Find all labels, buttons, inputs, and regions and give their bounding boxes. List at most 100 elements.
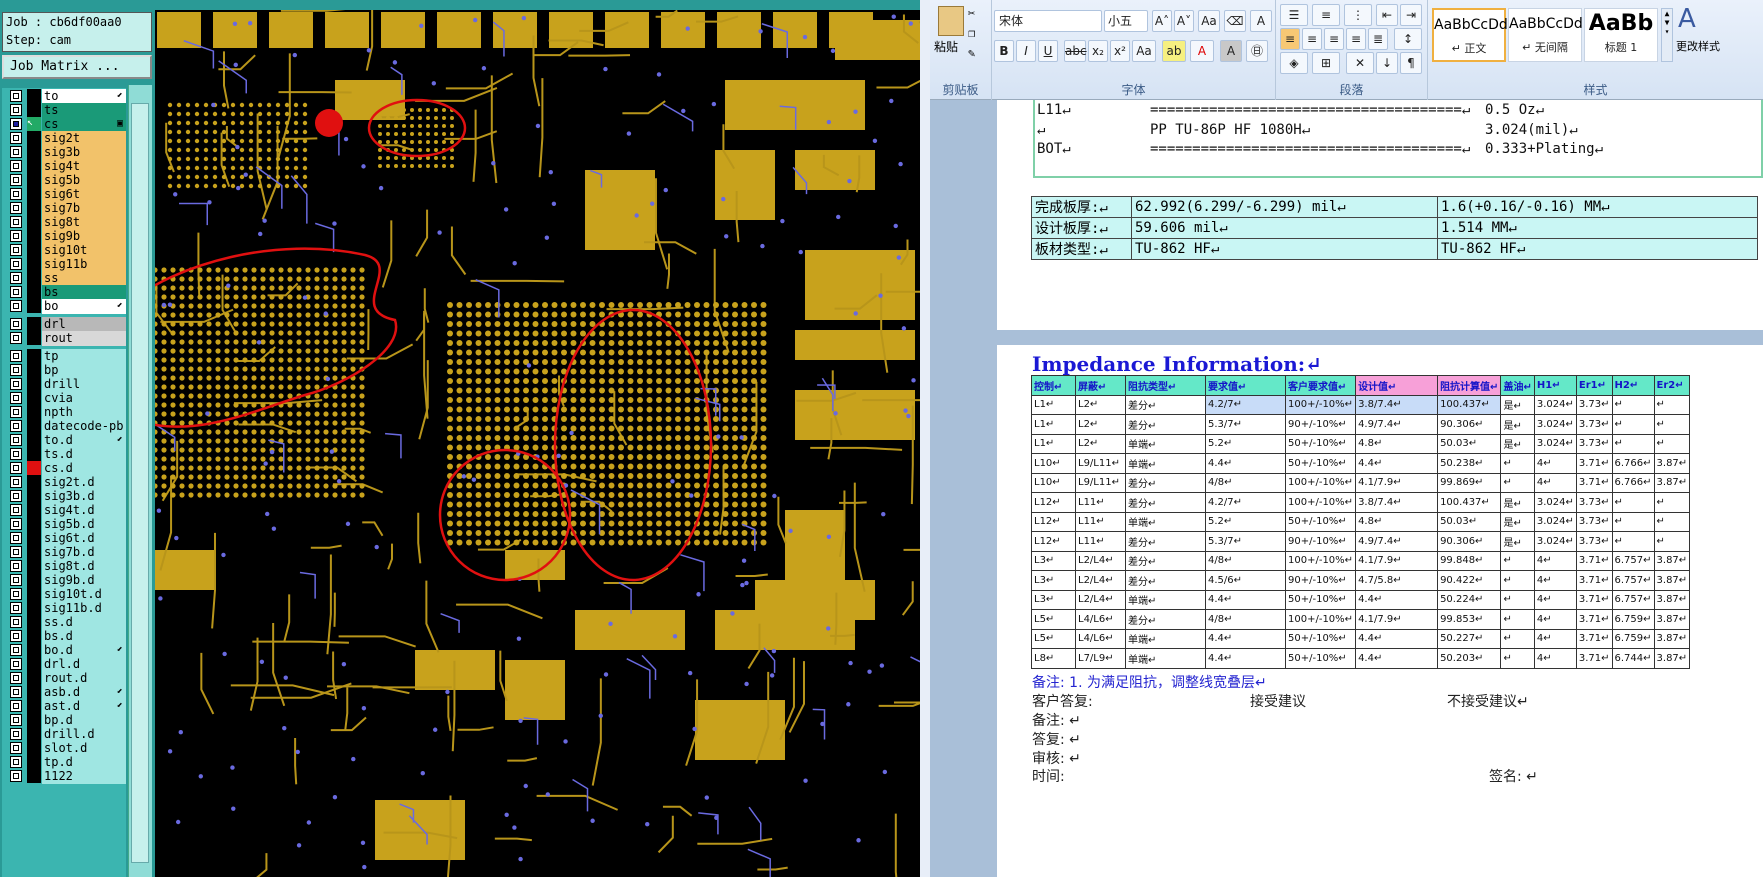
- table-cell[interactable]: L3↵: [1031, 570, 1076, 591]
- layer-checkbox[interactable]: [10, 392, 22, 404]
- table-cell[interactable]: 3.87↵: [1653, 609, 1691, 630]
- layer-row[interactable]: sig6t.d: [2, 530, 126, 546]
- table-cell[interactable]: L5↵: [1031, 628, 1076, 649]
- layer-checkbox[interactable]: [10, 560, 22, 572]
- table-cell[interactable]: L12↵: [1031, 511, 1076, 532]
- table-cell[interactable]: 50.03↵: [1437, 433, 1502, 454]
- layer-name[interactable]: bs.d: [42, 629, 126, 644]
- table-cell[interactable]: 差分↵: [1125, 492, 1206, 513]
- table-cell[interactable]: ↵: [1500, 589, 1535, 610]
- table-cell[interactable]: 100.437↵: [1437, 394, 1502, 415]
- table-cell[interactable]: L12↵: [1031, 531, 1076, 552]
- italic-icon[interactable]: I: [1016, 40, 1036, 62]
- change-styles-button[interactable]: 更改样式: [1676, 40, 1720, 53]
- table-cell[interactable]: 4/8↵: [1205, 550, 1286, 571]
- layer-row[interactable]: drl: [2, 316, 126, 332]
- table-cell[interactable]: 90.306↵: [1437, 531, 1502, 552]
- bullets-icon[interactable]: ☰: [1280, 4, 1308, 26]
- table-cell[interactable]: ↵: [1653, 433, 1691, 454]
- char-border-icon[interactable]: A: [1250, 10, 1272, 32]
- table-cell[interactable]: L3↵: [1031, 550, 1076, 571]
- table-cell[interactable]: L2↵: [1075, 414, 1126, 435]
- table-cell[interactable]: ↵: [1611, 492, 1655, 513]
- table-cell[interactable]: 50.224↵: [1437, 589, 1502, 610]
- layer-name[interactable]: drl.d: [42, 657, 126, 672]
- layer-checkbox[interactable]: [10, 574, 22, 586]
- layer-name[interactable]: slot.d: [42, 741, 126, 756]
- layer-row[interactable]: sig8t.d: [2, 558, 126, 574]
- font-name-select[interactable]: 宋体: [994, 10, 1102, 32]
- layer-row[interactable]: sig10t: [2, 242, 126, 258]
- table-cell[interactable]: 差分↵: [1125, 570, 1206, 591]
- layer-checkbox[interactable]: [10, 118, 22, 130]
- layer-row[interactable]: ts: [2, 102, 126, 118]
- table-cell[interactable]: 99.869↵: [1437, 472, 1502, 493]
- align-left-icon[interactable]: ≡: [1280, 28, 1300, 50]
- table-cell[interactable]: 3.71↵: [1575, 570, 1613, 591]
- table-cell[interactable]: 50+/-10%↵: [1284, 511, 1357, 532]
- layer-name[interactable]: rout: [42, 331, 126, 346]
- table-cell[interactable]: 4.4↵: [1355, 453, 1439, 474]
- layer-name[interactable]: bp.d: [42, 713, 126, 728]
- layer-checkbox[interactable]: [10, 104, 22, 116]
- borders-icon[interactable]: ⊞: [1312, 52, 1340, 74]
- table-cell[interactable]: 4/8↵: [1205, 472, 1286, 493]
- layer-row[interactable]: bs.d: [2, 628, 126, 644]
- table-cell[interactable]: 4↵: [1533, 570, 1577, 591]
- table-cell[interactable]: L11↵: [1075, 531, 1126, 552]
- layer-name[interactable]: drill.d: [42, 727, 126, 742]
- layer-name[interactable]: ast.d⬋: [42, 699, 126, 714]
- table-cell[interactable]: 6.757↵: [1611, 550, 1655, 571]
- layer-name[interactable]: bo⬋: [42, 299, 126, 314]
- table-cell[interactable]: 差分↵: [1125, 472, 1206, 493]
- table-cell[interactable]: 3.71↵: [1575, 609, 1613, 630]
- layer-checkbox[interactable]: [10, 686, 22, 698]
- layer-row[interactable]: sig7b.d: [2, 544, 126, 560]
- table-cell[interactable]: L10↵: [1031, 472, 1076, 493]
- table-cell[interactable]: 50.203↵: [1437, 648, 1502, 669]
- change-styles-icon[interactable]: A: [1678, 4, 1696, 34]
- table-cell[interactable]: 5.3/7↵: [1205, 531, 1286, 552]
- layer-checkbox[interactable]: [10, 188, 22, 200]
- char-shading-icon[interactable]: A: [1220, 40, 1242, 62]
- layer-name[interactable]: sig8t.d: [42, 559, 126, 574]
- table-cell[interactable]: 4.4↵: [1205, 648, 1286, 669]
- layer-row[interactable]: asb.d⬋: [2, 684, 126, 700]
- cut-icon[interactable]: ✂: [968, 6, 976, 20]
- table-cell[interactable]: ↵: [1653, 511, 1691, 532]
- font-size-select[interactable]: 小五: [1104, 10, 1148, 32]
- table-cell[interactable]: 3.73↵: [1575, 492, 1613, 513]
- layer-row[interactable]: to⬋: [2, 88, 126, 104]
- underline-icon[interactable]: U: [1038, 40, 1058, 62]
- table-cell[interactable]: L2/L4↵: [1075, 589, 1126, 610]
- table-cell[interactable]: 50+/-10%↵: [1284, 628, 1357, 649]
- table-cell[interactable]: 4.4↵: [1355, 628, 1439, 649]
- layer-checkbox[interactable]: [10, 202, 22, 214]
- table-cell[interactable]: ↵: [1653, 414, 1691, 435]
- table-cell[interactable]: ↵: [1611, 394, 1655, 415]
- layer-checkbox[interactable]: [10, 272, 22, 284]
- table-cell[interactable]: 3.73↵: [1575, 394, 1613, 415]
- format-painter-icon[interactable]: ✎: [968, 46, 976, 60]
- table-cell[interactable]: 3.71↵: [1575, 628, 1613, 649]
- line-spacing-icon[interactable]: ↕: [1394, 28, 1422, 50]
- table-cell[interactable]: 3.73↵: [1575, 414, 1613, 435]
- layer-row[interactable]: ss.d: [2, 614, 126, 630]
- table-cell[interactable]: ↵: [1500, 472, 1535, 493]
- layer-checkbox[interactable]: [10, 630, 22, 642]
- layer-name[interactable]: asb.d⬋: [42, 685, 126, 700]
- table-cell[interactable]: 4.1/7.9↵: [1355, 472, 1439, 493]
- layer-name[interactable]: to⬋: [42, 89, 126, 104]
- layer-checkbox[interactable]: [10, 378, 22, 390]
- table-cell[interactable]: 差分↵: [1125, 531, 1206, 552]
- table-cell[interactable]: ↵: [1500, 550, 1535, 571]
- table-cell[interactable]: 3.024↵: [1533, 433, 1577, 454]
- table-cell[interactable]: ↵: [1500, 609, 1535, 630]
- style-normal[interactable]: AaBbCcDd ↵ 正文: [1432, 8, 1508, 62]
- table-cell[interactable]: 100+/-10%↵: [1284, 609, 1357, 630]
- document-page-2[interactable]: Impedance Information:↵ 控制↵屏蔽↵阻抗类型↵要求值↵客…: [997, 345, 1763, 877]
- layer-checkbox[interactable]: [10, 658, 22, 670]
- table-cell[interactable]: 3.73↵: [1575, 531, 1613, 552]
- layer-checkbox[interactable]: [10, 518, 22, 530]
- layer-checkbox[interactable]: [10, 160, 22, 172]
